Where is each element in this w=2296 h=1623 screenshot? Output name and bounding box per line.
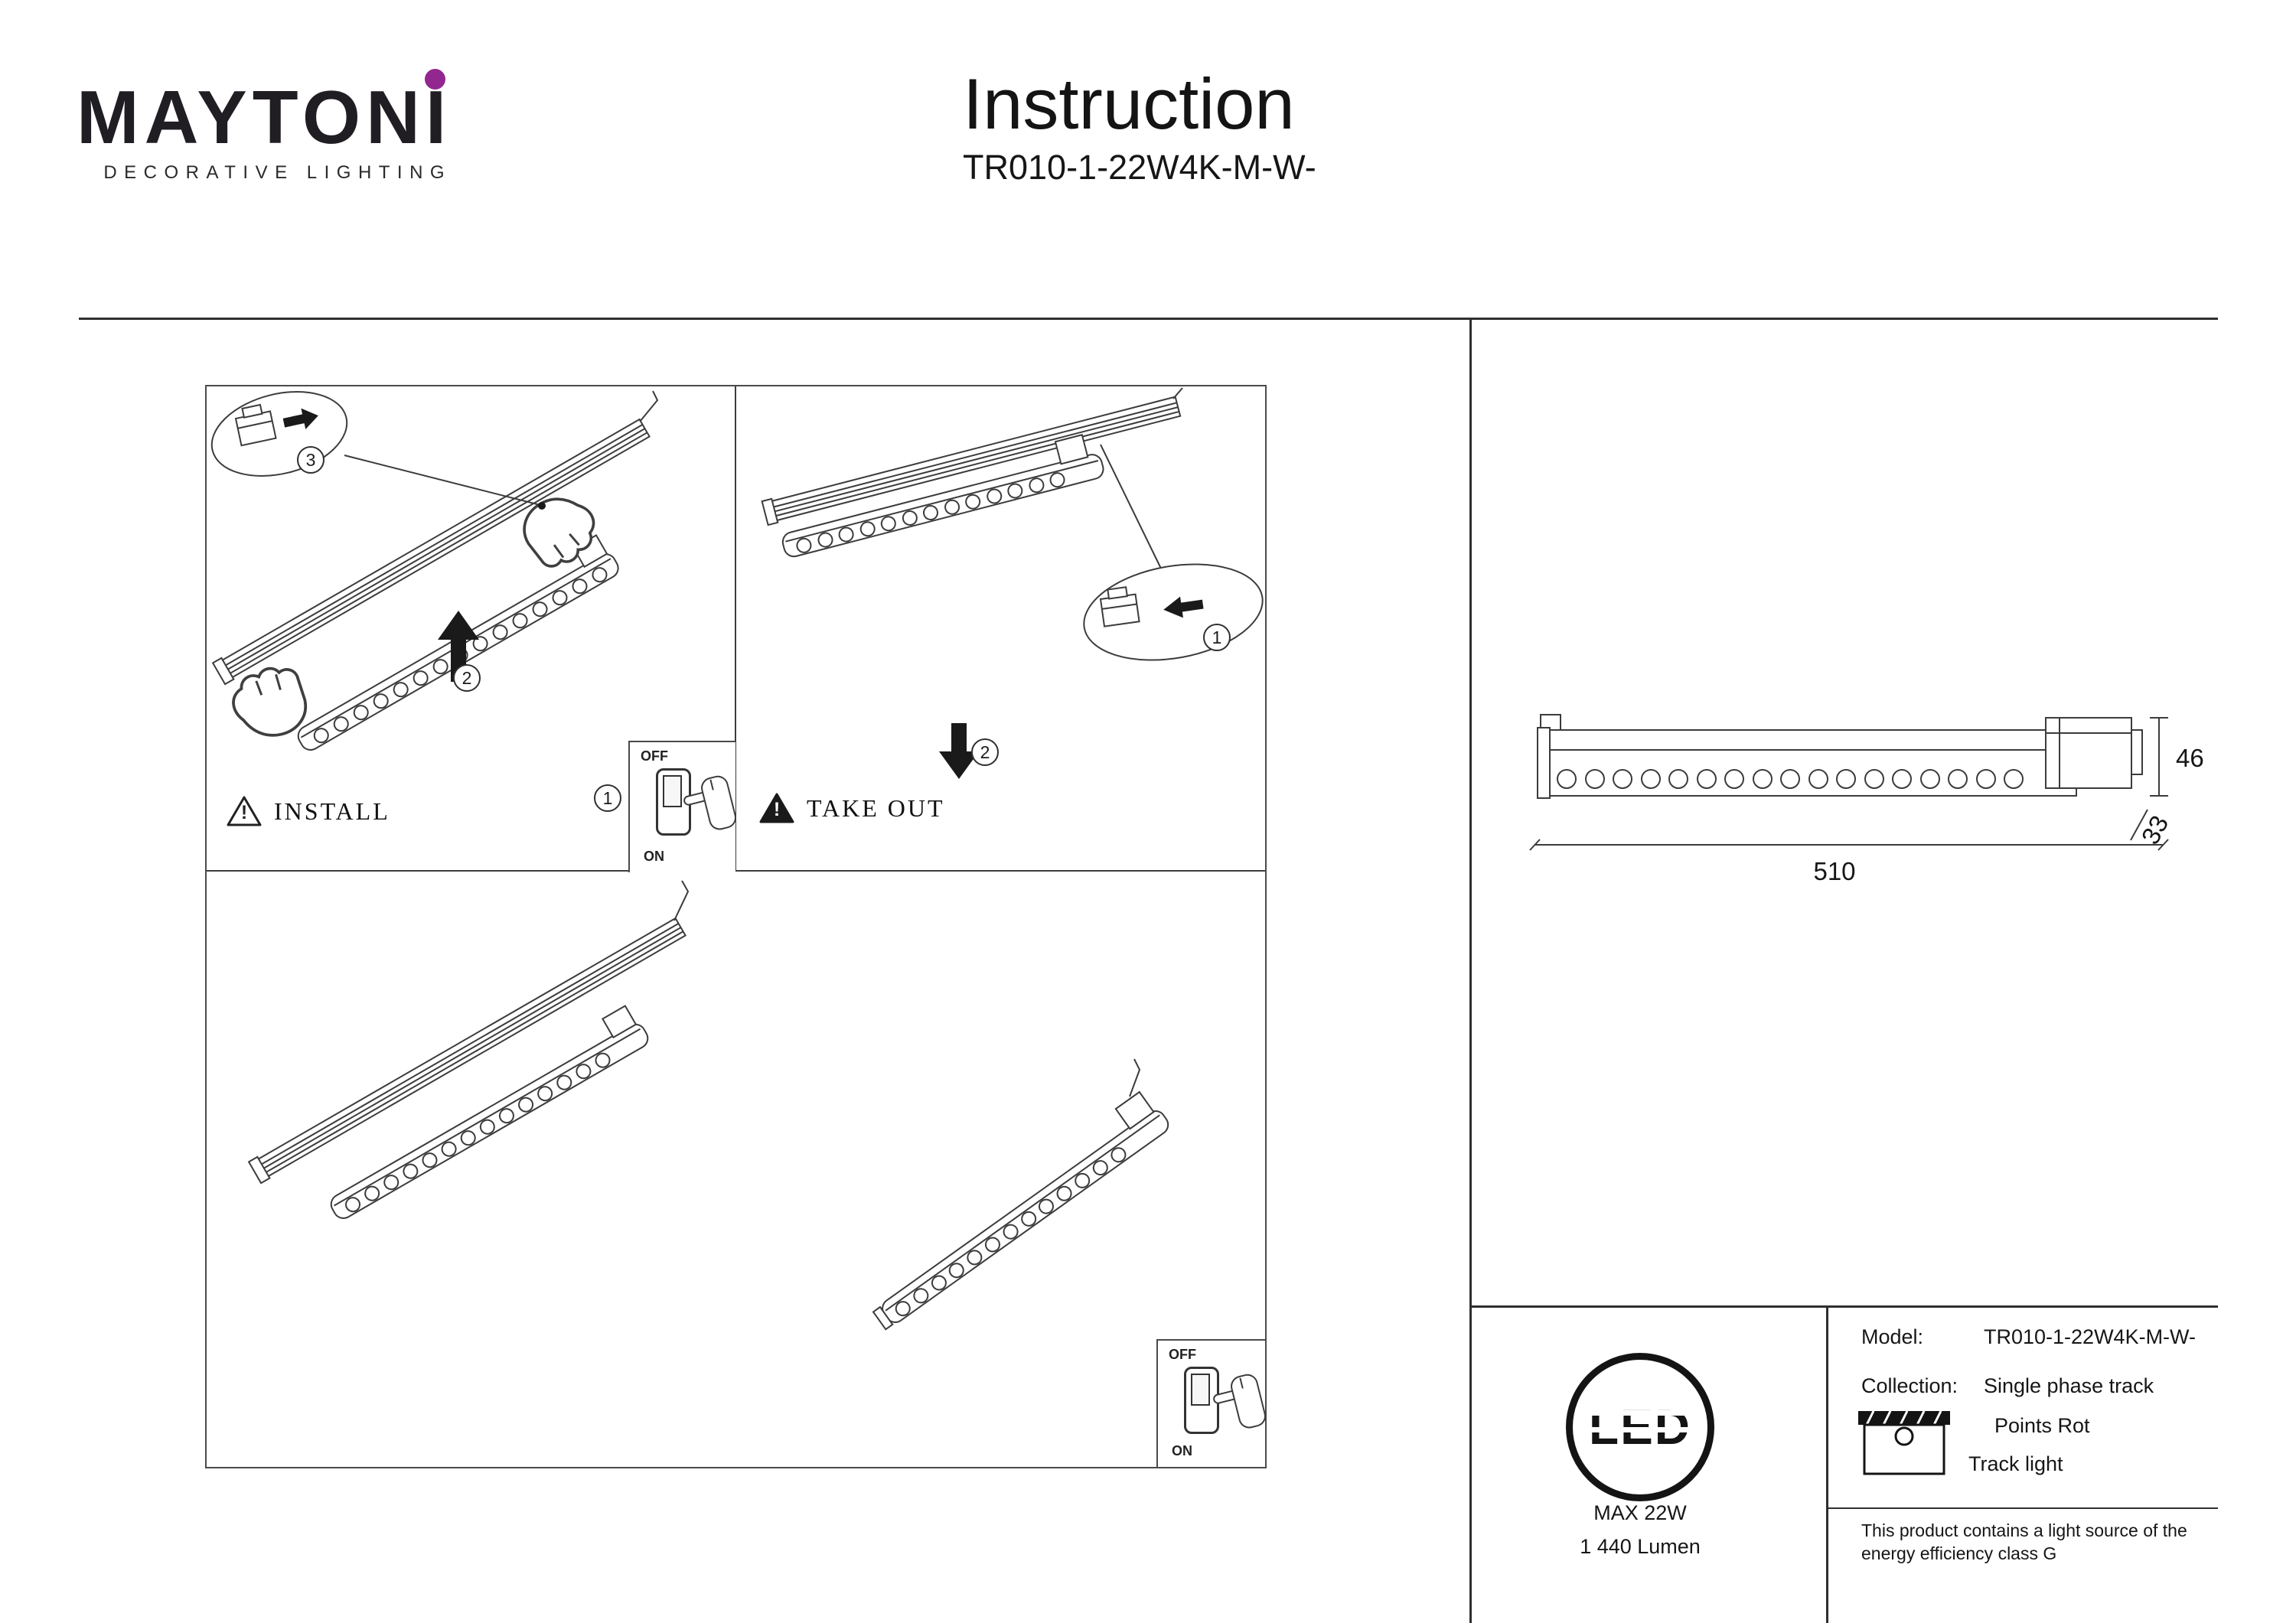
takeout-diagram — [761, 387, 1264, 779]
track-rail — [247, 917, 687, 1185]
install-warning: ! INSTALL — [227, 795, 390, 827]
model-value: TR010-1-22W4K-M-W- — [1984, 1325, 2197, 1348]
product-type: Track light — [1968, 1452, 2063, 1475]
dim-depth-label: 33 — [2136, 810, 2174, 849]
assembled-diagram — [247, 880, 1169, 1331]
led-badge: LED — [1566, 1353, 1714, 1501]
pointing-hand-icon — [678, 769, 743, 844]
spec-divider-horizontal — [1469, 1305, 2218, 1308]
brand-subtitle: DECORATIVE LIGHTING — [103, 162, 452, 183]
dim-length-label: 510 — [1813, 857, 1855, 885]
divider-vertical — [1469, 318, 1472, 1623]
power-switch-panel: OFF ON — [628, 741, 737, 872]
takeout-warning: ! TAKE OUT — [759, 792, 945, 824]
takeout-label: TAKE OUT — [807, 794, 945, 822]
warning-triangle-icon: ! — [227, 795, 262, 827]
model-number: TR010-1-22W4K-M-W- — [963, 148, 1316, 187]
divider-top — [79, 318, 2218, 320]
energy-note: This product contains a light source of … — [1861, 1520, 2187, 1563]
led-stripe — [1590, 1410, 1691, 1416]
step-2-badge: 2 — [971, 738, 999, 766]
installation-diagrams — [207, 386, 1265, 1331]
diagram-box: 3 2 1 2 1 ! INSTALL ! TAKE OUT OFF ON — [205, 385, 1267, 1468]
install-label: INSTALL — [274, 797, 390, 825]
brand-dot-icon — [425, 69, 446, 90]
switch-on-label: ON — [644, 849, 664, 864]
switch-off-label: OFF — [641, 748, 668, 764]
pointing-hand-icon — [1208, 1367, 1273, 1442]
spec-divider-vertical — [1826, 1305, 1828, 1623]
led-stripe — [1590, 1427, 1691, 1432]
switch-rocker — [663, 775, 682, 807]
warning-mark: ! — [240, 802, 248, 823]
track-light-icon — [1858, 1410, 1950, 1475]
dim-height-label: 46 — [2176, 744, 2204, 772]
step-3-badge: 3 — [297, 446, 325, 474]
light-bar-detached — [872, 1090, 1169, 1331]
install-diagram — [210, 390, 659, 751]
brand-name: MAYTONI — [77, 75, 452, 159]
collection-value-2: Points Rot — [1994, 1414, 2090, 1437]
warning-triangle-icon: ! — [759, 792, 794, 824]
collection-label: Collection: — [1861, 1374, 1958, 1397]
left-hand-icon — [226, 661, 312, 745]
switch-off-label: OFF — [1169, 1347, 1196, 1362]
arrow-up-icon — [438, 611, 479, 682]
warning-mark: ! — [773, 799, 781, 820]
spec-note-divider — [1826, 1507, 2218, 1509]
page-title: Instruction — [963, 64, 1295, 144]
led-stripe — [1590, 1444, 1691, 1449]
step-2-badge: 2 — [453, 664, 481, 692]
max-power: MAX 22W — [1593, 1501, 1687, 1524]
collection-value: Single phase track — [1984, 1374, 2154, 1397]
light-bar — [330, 1005, 649, 1219]
luminous-flux: 1 440 Lumen — [1580, 1535, 1701, 1558]
model-label: Model: — [1861, 1325, 1924, 1348]
dimension-drawing: 46 33 510 — [1529, 714, 2204, 885]
title-block: Instruction TR010-1-22W4K-M-W- — [963, 64, 1316, 187]
magnifier-callout — [1083, 444, 1264, 661]
arrow-down-icon — [939, 723, 979, 779]
step-1-badge: 1 — [1203, 624, 1231, 651]
step-1-badge: 1 — [594, 784, 621, 812]
switch-on-label: ON — [1172, 1443, 1192, 1458]
track-rail — [761, 396, 1182, 526]
light-bar — [781, 434, 1104, 558]
magnifier-callout — [210, 391, 546, 510]
track-rail — [211, 418, 651, 686]
switch-rocker — [1191, 1374, 1210, 1406]
brand-logo: MAYTONI DECORATIVE LIGHTING — [77, 69, 452, 184]
power-switch-panel: OFF ON — [1156, 1339, 1267, 1467]
